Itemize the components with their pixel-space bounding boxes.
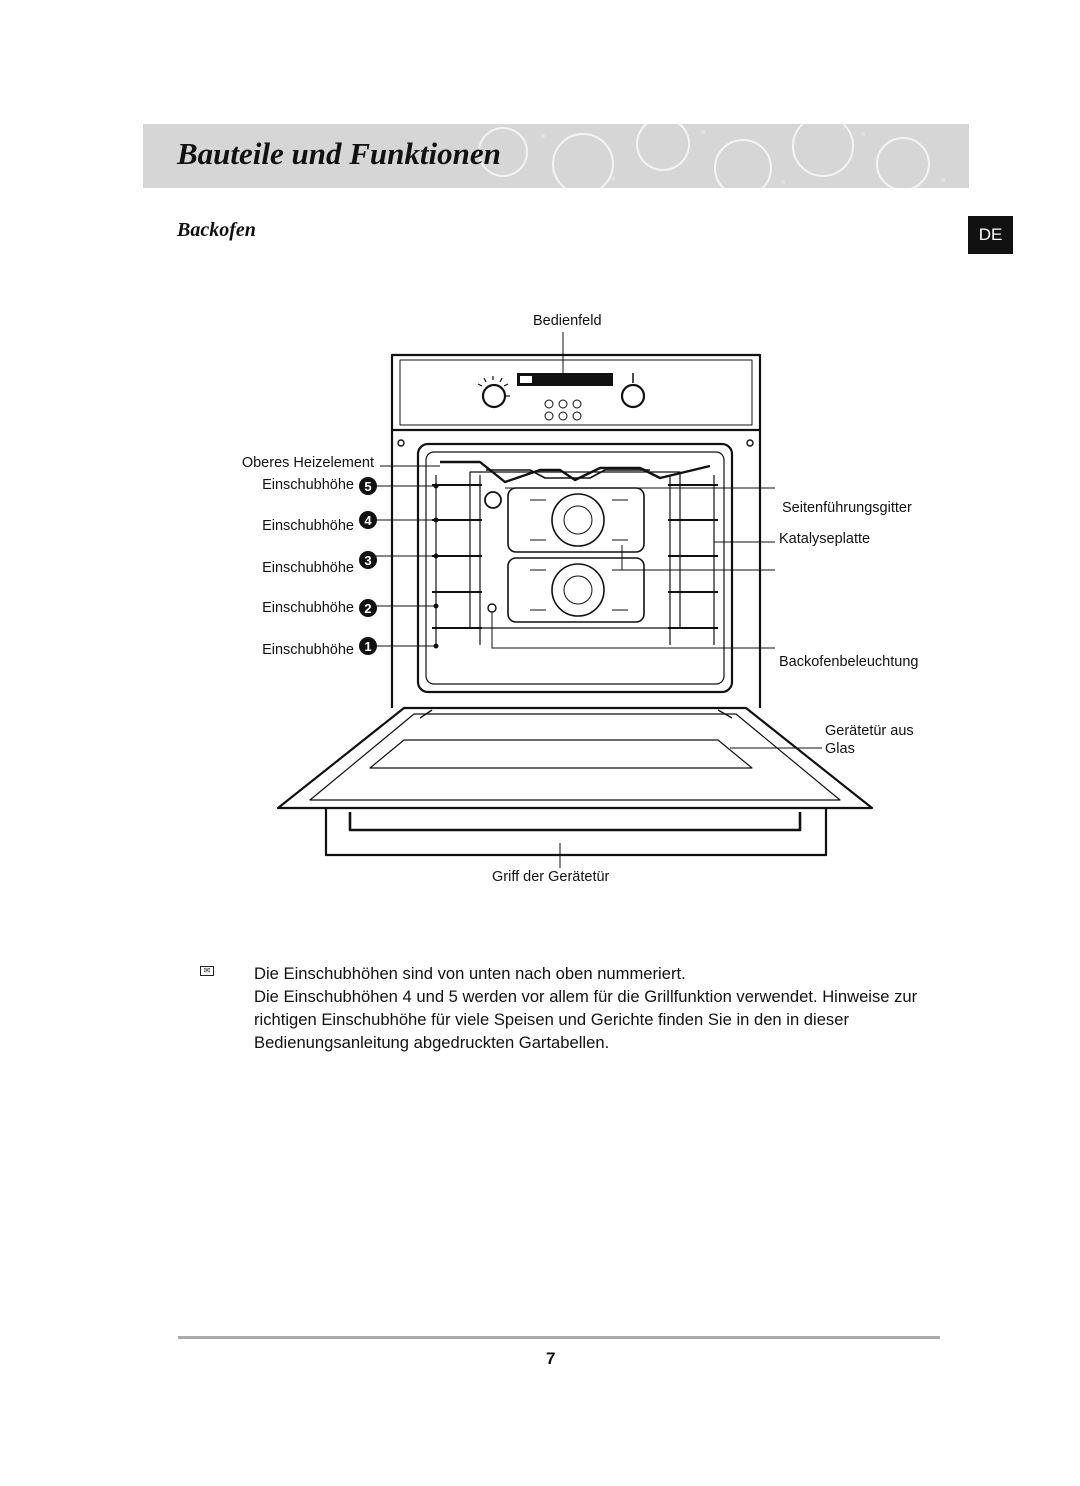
- rack-number-badges: 5 4 3 2 1: [359, 477, 377, 655]
- label-control-panel: Bedienfeld: [533, 313, 602, 329]
- label-upper-heating-element: Oberes Heizelement: [241, 455, 374, 471]
- label-rack-level-5: Einschubhöhe: [262, 477, 354, 493]
- rack-number-1: 1: [364, 639, 371, 654]
- note-line-1: Die Einschubhöhen sind von unten nach ob…: [254, 964, 686, 983]
- label-glass-door-line2: Glas: [825, 741, 855, 757]
- rack-number-5: 5: [364, 479, 371, 494]
- label-glass-door-line1: Gerätetür aus: [825, 723, 914, 739]
- label-side-rails: Seitenführungsgitter: [782, 500, 912, 516]
- label-door-handle: Griff der Gerätetür: [492, 869, 610, 885]
- page-number: 7: [546, 1349, 556, 1368]
- label-rack-level-4: Einschubhöhe: [262, 518, 354, 534]
- section-header-bar: Bauteile und Funktionen: [143, 124, 969, 188]
- footer-divider: [178, 1336, 940, 1339]
- language-badge: DE: [968, 216, 1013, 254]
- label-rack-level-3: Einschubhöhe: [262, 560, 354, 576]
- label-rack-level-2: Einschubhöhe: [262, 600, 354, 616]
- label-rack-level-1: Einschubhöhe: [262, 642, 354, 658]
- rack-number-3: 3: [364, 553, 371, 568]
- page-title: Bauteile und Funktionen: [177, 136, 501, 171]
- note-text: Die Einschubhöhen sind von unten nach ob…: [254, 962, 934, 1054]
- rack-number-4: 4: [364, 513, 372, 528]
- label-catalytic-panel: Katalyseplatte: [779, 531, 871, 547]
- label-oven-light: Backofenbeleuchtung: [779, 654, 919, 670]
- note-line-2: Die Einschubhöhen 4 und 5 werden vor all…: [254, 987, 918, 1052]
- note-icon: ✉: [200, 966, 214, 976]
- section-title: Backofen: [177, 219, 256, 241]
- tomato-pattern-icon: [478, 124, 945, 188]
- rack-number-2: 2: [364, 601, 371, 616]
